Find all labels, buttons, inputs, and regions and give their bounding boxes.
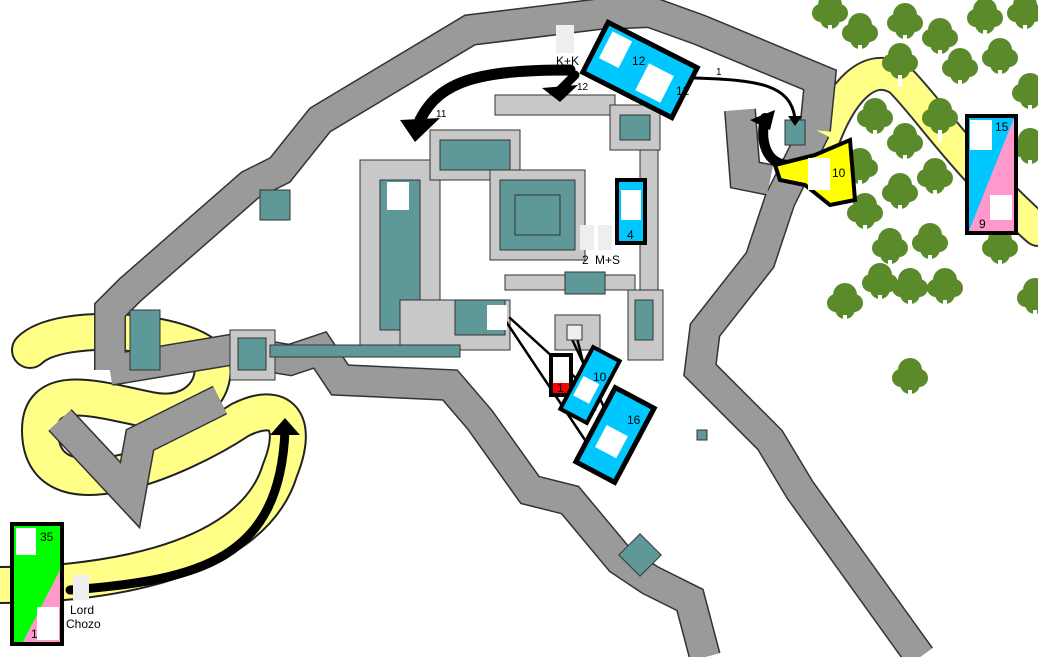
tree-icon [892, 268, 928, 312]
tree-icon [912, 223, 948, 267]
label-lord: Lord [70, 603, 94, 617]
tree-icon [857, 98, 893, 142]
unit-left-green[interactable] [10, 522, 64, 646]
unit-count: 4 [627, 228, 634, 242]
label-chozo: Chozo [66, 617, 101, 631]
unit-count: 16 [627, 413, 641, 427]
unit-count: 12 [632, 54, 646, 68]
tree-icon [847, 193, 883, 237]
tree-icon [922, 98, 958, 142]
castle-wall [95, 0, 836, 370]
unit-yellow-gate[interactable] [772, 137, 858, 208]
label-two: 2 [582, 253, 589, 267]
label-kk: K+K [556, 54, 579, 68]
unit-count: 1 [31, 627, 38, 641]
unit-count: 1 [557, 381, 564, 395]
tree-icon [1017, 278, 1038, 322]
tree-icon [872, 228, 908, 272]
arrowhead [400, 118, 440, 142]
tree-icon [887, 123, 923, 167]
arrow-11 [414, 64, 576, 126]
tree-icon [982, 38, 1018, 82]
arrowhead [750, 110, 775, 130]
unit-red-small[interactable] [549, 353, 573, 397]
label-ms: M+S [595, 253, 620, 267]
unit-blue-16[interactable] [572, 384, 658, 486]
castle-keep [129, 94, 806, 577]
arrow-label-1: 1 [716, 67, 722, 78]
unit-count: 35 [40, 530, 54, 544]
forest [812, 0, 1038, 402]
castle-wall [725, 108, 773, 195]
unit-count: 10 [832, 166, 846, 180]
tree-icon [1012, 73, 1038, 117]
arrowhead [542, 85, 578, 102]
unit-blue-10[interactable] [557, 344, 623, 426]
unit-right-forest[interactable] [965, 114, 1018, 235]
arrow-label-12: 12 [577, 82, 589, 93]
arrow-west-road [65, 425, 290, 595]
walls [48, 0, 933, 657]
tree-icon [1007, 0, 1038, 37]
tree-icon [922, 18, 958, 62]
tree-icon [927, 268, 963, 312]
castle-wall [49, 387, 227, 527]
tree-icon [887, 3, 923, 47]
tree-icon [812, 0, 848, 37]
castle-wall [107, 332, 720, 657]
arrowhead [788, 116, 802, 126]
tree-icon [967, 0, 1003, 42]
tree-icon [942, 48, 978, 92]
tree-icon [917, 158, 953, 202]
tree-icon [892, 358, 928, 402]
unit-count: 10 [593, 370, 607, 384]
unit-top-blue[interactable] [579, 18, 701, 122]
unit-count: 12 [676, 84, 690, 98]
tree-icon [827, 283, 863, 327]
castle-wall [684, 123, 932, 657]
unit-keep-east[interactable] [615, 178, 647, 245]
arrow-label-11: 11 [436, 109, 447, 120]
arrowhead [270, 418, 300, 435]
tree-icon [882, 43, 918, 87]
arrow-1 [693, 76, 797, 120]
tree-icon [842, 13, 878, 57]
unit-count: 9 [979, 217, 986, 231]
commander-figures [73, 25, 612, 600]
tree-icon [882, 173, 918, 217]
unit-count: 15 [995, 120, 1009, 134]
